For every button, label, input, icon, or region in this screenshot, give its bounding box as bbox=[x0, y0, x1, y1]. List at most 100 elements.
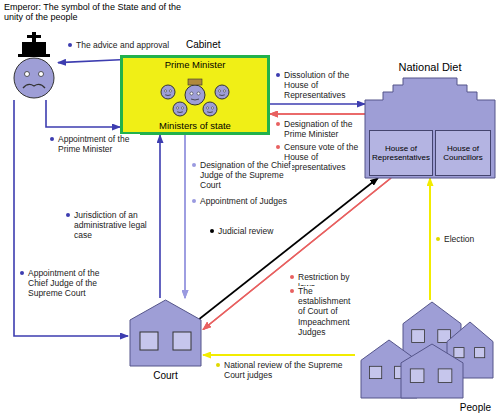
edge-label: Election bbox=[444, 234, 474, 244]
shape-part bbox=[165, 94, 171, 96]
edge-label-box: Judicial review bbox=[210, 226, 290, 236]
face bbox=[203, 102, 217, 116]
bullet-dot bbox=[290, 275, 294, 279]
shape-part bbox=[181, 107, 183, 109]
edge-label-box: Appointment of Judges bbox=[192, 196, 292, 206]
shape-part bbox=[219, 90, 221, 92]
connector-arrow bbox=[270, 103, 365, 105]
emperor-figure: Emperor: The symbol of the State and of … bbox=[10, 32, 58, 100]
shape-part bbox=[18, 54, 50, 57]
edge-label: National review of the Supreme Court jud… bbox=[224, 360, 350, 380]
shape-part bbox=[25, 72, 30, 77]
shape-part bbox=[39, 72, 44, 77]
edge-label-box: The establishment of Court of Impeachmen… bbox=[290, 286, 354, 337]
bullet-dot bbox=[192, 163, 196, 167]
connector-arrow bbox=[184, 135, 186, 298]
edge-label: Designation of the Chief Judge of the Su… bbox=[200, 160, 292, 191]
hat bbox=[188, 79, 202, 85]
shape-part bbox=[369, 366, 381, 378]
house-box: House of Representatives bbox=[369, 130, 433, 176]
edge-label-box: Appointment of the Chief Judge of the Su… bbox=[20, 268, 120, 299]
face bbox=[161, 85, 175, 99]
bullet-dot bbox=[436, 237, 440, 241]
shape-part bbox=[169, 90, 171, 92]
bullet-dot bbox=[290, 289, 294, 293]
shape-part bbox=[27, 35, 41, 38]
house-box: House of Councillors bbox=[435, 130, 491, 176]
people-houses: People bbox=[355, 300, 495, 400]
connector-arrow bbox=[429, 178, 431, 300]
shape-part bbox=[191, 99, 199, 100]
node-text: Prime Minister bbox=[120, 60, 270, 71]
node-text: Court bbox=[128, 370, 203, 382]
edge-label: Appointment of the Prime Minister bbox=[58, 134, 140, 154]
edge-label: Censure vote of the House of Representat… bbox=[284, 142, 362, 173]
shape-part bbox=[23, 84, 45, 88]
connector-arrow bbox=[203, 354, 355, 356]
node-text: House of Councillors bbox=[436, 144, 490, 162]
node-text: Cabinet bbox=[186, 39, 220, 51]
shape-part bbox=[22, 42, 46, 55]
shape-part bbox=[410, 369, 424, 383]
shape-part bbox=[454, 348, 464, 358]
face bbox=[173, 102, 187, 116]
shape-part bbox=[412, 330, 425, 343]
connector-arrow bbox=[58, 60, 120, 63]
court-building-shape bbox=[128, 298, 203, 368]
bullet-dot bbox=[50, 137, 54, 141]
bullet-dot bbox=[216, 363, 220, 367]
edge-label: Appointment of the Chief Judge of the Su… bbox=[28, 268, 120, 299]
shape-part bbox=[177, 111, 183, 113]
node-text: People bbox=[460, 402, 491, 414]
shape-part bbox=[177, 107, 179, 109]
shape-part bbox=[190, 92, 193, 95]
connector-arrow bbox=[159, 135, 161, 298]
cabinet-box: CabinetPrime MinisterMinisters of state bbox=[120, 55, 270, 135]
bullet-dot bbox=[276, 122, 280, 126]
bullet-dot bbox=[210, 229, 214, 233]
node-text: Ministers of state bbox=[120, 121, 270, 132]
edge-label-box: The advice and approval bbox=[68, 40, 180, 50]
edge-label-box: Dissolution of the House of Representati… bbox=[276, 70, 362, 101]
connector-arrow bbox=[270, 113, 365, 115]
node-text: House of Representatives bbox=[370, 144, 432, 162]
people-houses-shape bbox=[355, 300, 495, 400]
shape-part bbox=[219, 94, 225, 96]
edge-label: The establishment of Court of Impeachmen… bbox=[298, 286, 354, 337]
edge-label: Dissolution of the House of Representati… bbox=[284, 70, 362, 101]
house bbox=[401, 344, 463, 398]
edge-label-box: National review of the Supreme Court jud… bbox=[216, 360, 350, 380]
shape-part bbox=[475, 348, 485, 358]
edge-label: Designation of the Prime Minister bbox=[284, 119, 362, 139]
court-building bbox=[130, 300, 201, 366]
emperor-figure-shape bbox=[10, 32, 58, 100]
edge-label-box: Jurisdiction of an administrative legal … bbox=[66, 210, 156, 241]
edge-label-box: Designation of the Chief Judge of the Su… bbox=[192, 160, 292, 191]
edge-label-box: Appointment of the Prime Minister bbox=[50, 134, 140, 154]
shape-part bbox=[207, 111, 213, 113]
bullet-dot bbox=[192, 199, 196, 203]
bullet-dot bbox=[276, 145, 280, 149]
connector-arrow bbox=[184, 135, 186, 298]
shape-part bbox=[165, 90, 167, 92]
edge-label: Judicial review bbox=[218, 226, 273, 236]
diet-building bbox=[365, 78, 495, 178]
court-building: Court bbox=[128, 298, 203, 368]
shape-part bbox=[211, 107, 213, 109]
shape-part bbox=[140, 332, 158, 350]
edge-label: The advice and approval bbox=[76, 40, 169, 50]
diet-building: National DietHouse of RepresentativesHou… bbox=[365, 78, 495, 178]
edge-label-box: Election bbox=[436, 234, 492, 244]
connector-arrow bbox=[46, 100, 120, 127]
face bbox=[14, 58, 54, 98]
shape-part bbox=[197, 92, 200, 95]
shape-part bbox=[207, 107, 209, 109]
bullet-dot bbox=[276, 73, 280, 77]
shape-part bbox=[223, 90, 225, 92]
bullet-dot bbox=[20, 271, 24, 275]
face bbox=[185, 85, 205, 105]
shape-part bbox=[438, 369, 452, 383]
node-text: National Diet bbox=[365, 61, 495, 74]
bullet-dot bbox=[66, 213, 70, 217]
edge-label: Appointment of Judges bbox=[200, 196, 287, 206]
